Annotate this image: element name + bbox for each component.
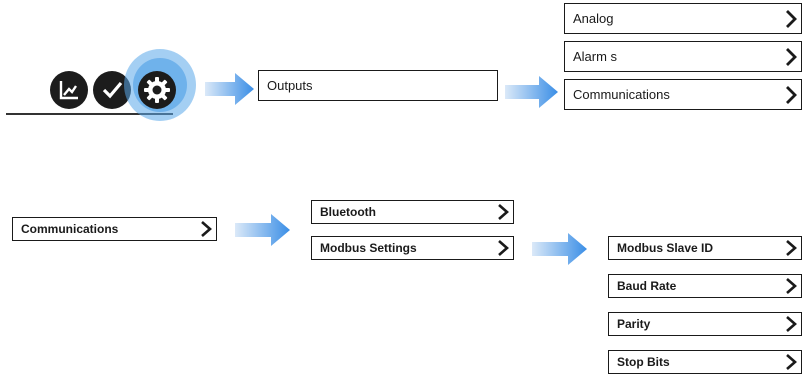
menu-item-label: Stop Bits [617, 355, 670, 369]
chevron-right-icon [493, 201, 513, 223]
flow-arrow [505, 76, 558, 108]
flow-arrow [235, 214, 290, 246]
menu-item-label: Baud Rate [617, 279, 677, 293]
chevron-right-icon [781, 237, 801, 259]
menu-item-label: Parity [617, 317, 651, 331]
trend-chart-icon[interactable] [50, 71, 88, 109]
menu-item-communications[interactable]: Communications [564, 79, 802, 110]
menu-item-modbus-slave-id[interactable]: Modbus Slave ID [608, 236, 802, 260]
chevron-right-icon [781, 313, 801, 335]
flow-arrow [205, 73, 254, 105]
outputs-label: Outputs [267, 78, 313, 93]
chevron-right-icon [781, 351, 801, 373]
menu-item-analog[interactable]: Analog [564, 3, 802, 34]
menu-item-label: Modbus Slave ID [617, 241, 714, 255]
chevron-right-icon [493, 237, 513, 259]
communications-label: Communications [21, 222, 119, 236]
chevron-right-icon [781, 275, 801, 297]
chevron-right-icon [781, 80, 801, 109]
icon-bar-baseline [6, 113, 173, 115]
menu-item-parity[interactable]: Parity [608, 312, 802, 336]
chevron-right-icon [781, 4, 801, 33]
chevron-right-icon [781, 42, 801, 71]
chevron-right-icon [196, 218, 216, 240]
communications-box[interactable]: Communications [12, 217, 217, 241]
menu-item-label: Modbus Settings [320, 241, 417, 255]
outputs-box[interactable]: Outputs [258, 70, 498, 101]
menu-item-label: Communications [573, 87, 670, 102]
menu-item-alarms[interactable]: Alarm s [564, 41, 802, 72]
menu-item-label: Analog [573, 11, 614, 26]
menu-item-baud-rate[interactable]: Baud Rate [608, 274, 802, 298]
menu-item-modbus-settings[interactable]: Modbus Settings [311, 236, 514, 260]
menu-item-bluetooth[interactable]: Bluetooth [311, 200, 514, 224]
gear-icon[interactable] [138, 71, 176, 109]
flow-arrow [532, 233, 587, 265]
menu-item-label: Alarm s [573, 49, 618, 64]
menu-item-label: Bluetooth [320, 205, 376, 219]
menu-item-stop-bits[interactable]: Stop Bits [608, 350, 802, 374]
